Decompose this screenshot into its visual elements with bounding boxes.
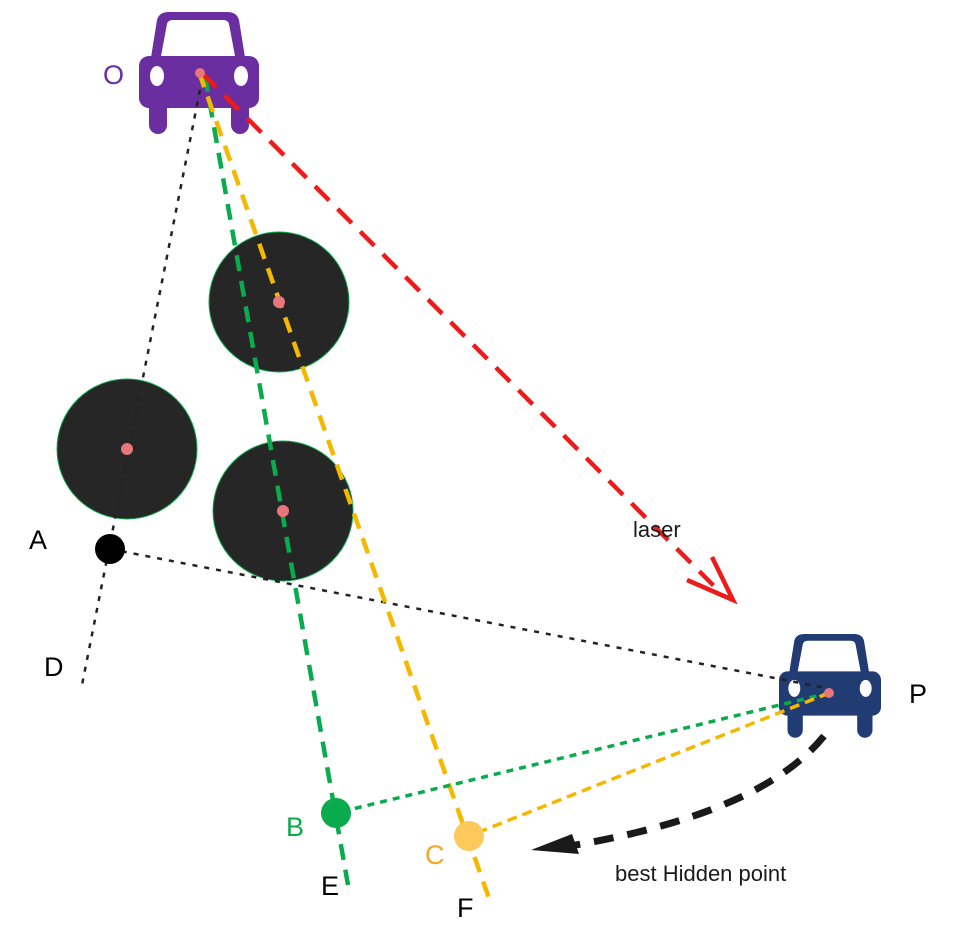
label-C: C (425, 840, 445, 870)
line-A-to-P (109, 547, 827, 690)
point-C (454, 821, 484, 851)
laser-label: laser (633, 517, 681, 542)
label-O: O (103, 60, 124, 90)
target-center-dot (824, 688, 834, 698)
orange-line-OF (196, 71, 494, 905)
label-A: A (29, 525, 47, 555)
best-hidden-point-label: best Hidden point (615, 861, 786, 886)
best-hidden-point-arrowhead (531, 834, 579, 854)
best-hidden-point-arrow (563, 733, 827, 851)
point-A (95, 534, 125, 564)
obstacle-center-dot (277, 505, 289, 517)
label-P: P (909, 679, 927, 709)
target-car-icon (779, 634, 881, 738)
green-line-OE (202, 75, 351, 886)
point-B (321, 798, 351, 828)
label-B: B (286, 812, 304, 842)
laser-line (200, 71, 720, 592)
tangent-line-OD (80, 89, 202, 686)
line-P-to-C (468, 691, 830, 838)
label-E: E (321, 871, 339, 901)
label-D: D (44, 652, 64, 682)
label-F: F (457, 893, 474, 923)
obstacle-center-dot (121, 443, 133, 455)
observer-center-dot (195, 68, 205, 78)
line-P-to-B (335, 691, 830, 815)
obstacle-center-dot (273, 296, 285, 308)
laser-arrowhead (686, 556, 738, 605)
